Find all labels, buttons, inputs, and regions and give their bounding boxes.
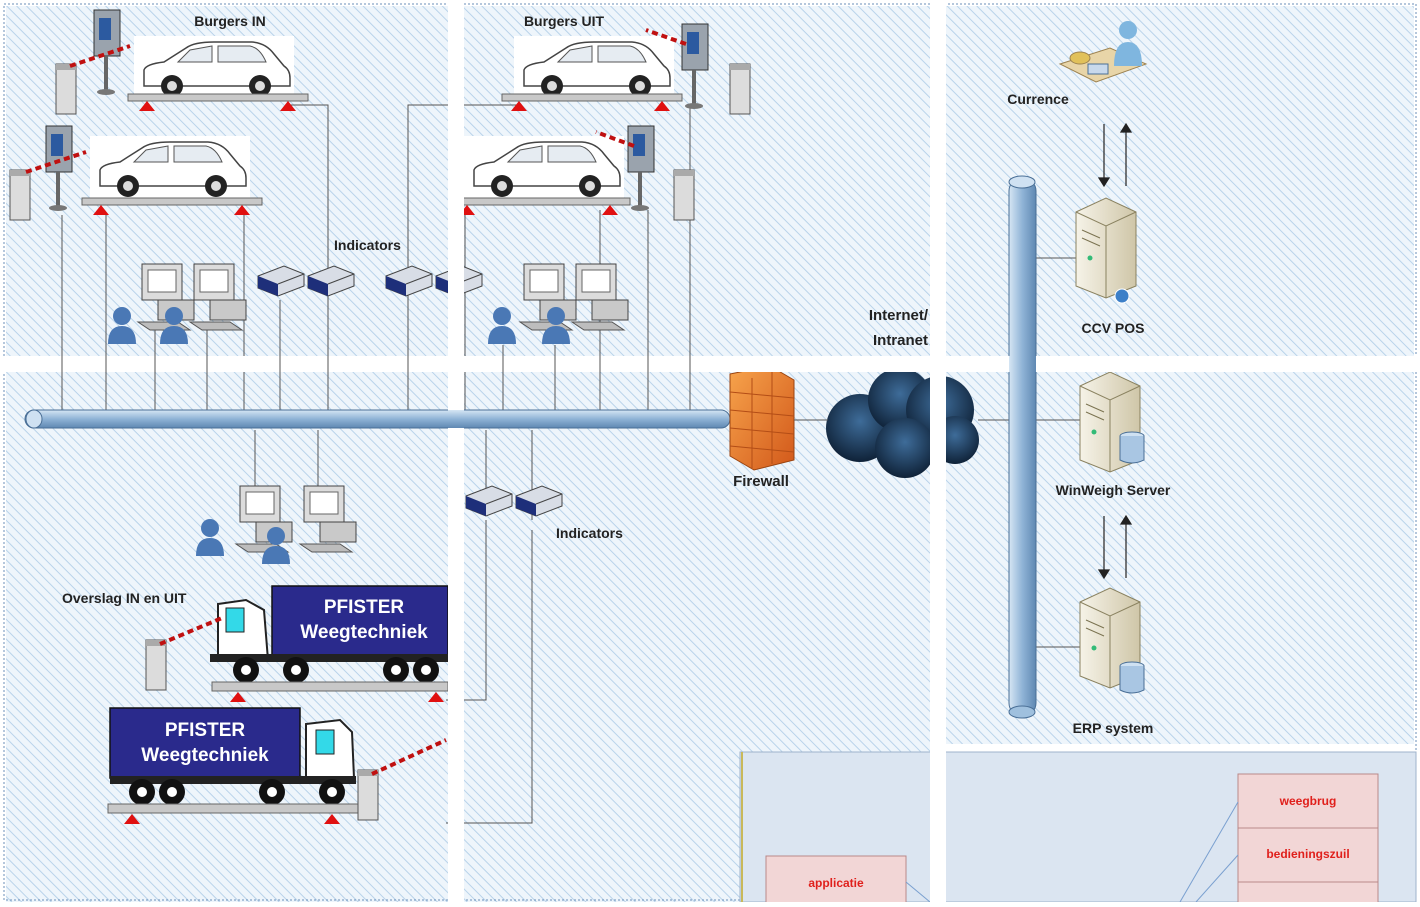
- firewall-icon: [729, 365, 795, 471]
- erp-server-icon: [1079, 587, 1145, 694]
- truck-2: [107, 707, 447, 824]
- car-lane-uit-2: [449, 125, 695, 221]
- label-internet: Internet/: [869, 307, 929, 324]
- inset-label-applicatie: applicatie: [808, 876, 864, 890]
- weegbrug-box: [1237, 773, 1379, 829]
- car-lane-in-2: [9, 125, 263, 221]
- currence-user-icon: [1058, 21, 1148, 83]
- car-lane-in-1: [55, 9, 309, 115]
- inset-label-weegbrug: weegbrug: [1279, 794, 1337, 808]
- label-erp-system: ERP system: [1073, 720, 1154, 736]
- label-winweigh-server: WinWeigh Server: [1056, 482, 1171, 498]
- truck1-brand-line1: PFISTER: [324, 597, 405, 618]
- ccv-pos-server-icon: [1075, 197, 1137, 304]
- bedieningszuil-box: [1237, 827, 1379, 883]
- internet-cloud-icon: [826, 368, 979, 478]
- label-overslag: Overslag IN en UIT: [62, 590, 187, 606]
- winweigh-server-icon: [1079, 371, 1145, 473]
- truck-1: [145, 585, 449, 702]
- label-indicators-top: Indicators: [334, 237, 401, 253]
- data-flow-arrows: [1097, 122, 1133, 580]
- applicatie-box: [765, 855, 907, 907]
- backbone-pipe: [1008, 175, 1037, 719]
- inset-label-bedieningszuil: bedieningszuil: [1266, 847, 1349, 861]
- truck2-brand-line1: PFISTER: [165, 720, 246, 741]
- inset-panel: [739, 751, 1417, 907]
- label-firewall: Firewall: [733, 473, 789, 490]
- label-ccv-pos: CCV POS: [1081, 320, 1144, 336]
- label-indicators-mid: Indicators: [556, 525, 623, 541]
- label-burgers-in: Burgers IN: [194, 13, 266, 29]
- label-currence: Currence: [1007, 91, 1069, 107]
- lan-bus: [24, 409, 731, 429]
- label-burgers-uit: Burgers UIT: [524, 13, 605, 29]
- truck2-brand-line2: Weegtechniek: [141, 745, 269, 766]
- label-intranet: Intranet: [873, 332, 928, 349]
- car-lane-uit-1: [501, 23, 751, 115]
- truck1-brand-line2: Weegtechniek: [300, 622, 428, 643]
